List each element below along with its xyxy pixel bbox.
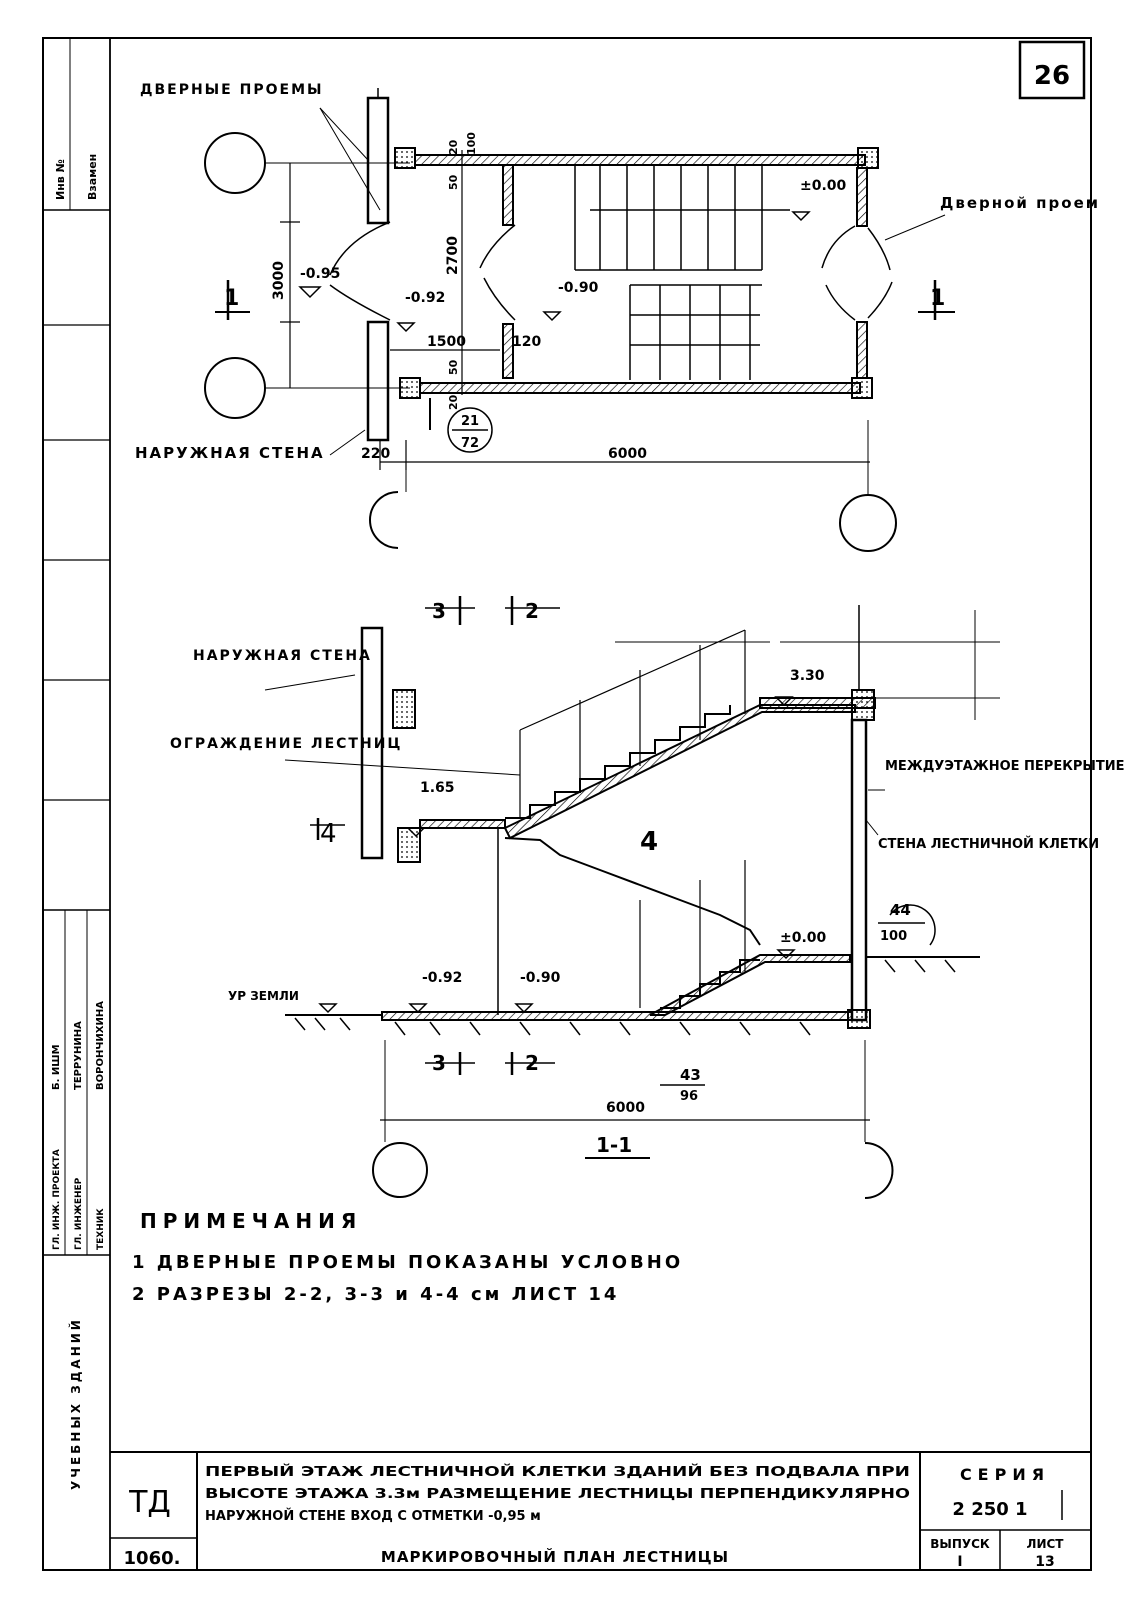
label-stair-wall: СТЕНА ЛЕСТНИЧНОЙ КЛЕТКИ [878, 836, 1099, 852]
section-mark-right: 1 [930, 286, 945, 311]
name-3: ВОРОНЧИХИНА [95, 1001, 106, 1090]
dim-20-top: 20 [447, 139, 460, 155]
title-subtitle: МАРКИРОВОЧНЫЙ ПЛАН ЛЕСТНИЦЫ [381, 1547, 729, 1566]
sheet-label: ЛИСТ [1026, 1537, 1064, 1551]
ground-hatch [294, 959, 956, 1036]
label-floor-slab: МЕЖДУЭТАЖНОЕ ПЕРЕКРЫТИЕ [885, 759, 1124, 774]
node-100: 100 [880, 929, 907, 944]
node-top: 21 [461, 414, 479, 429]
series-value: 2 250 1 [952, 1499, 1027, 1520]
cut-3-bottom: 3 [432, 1051, 446, 1075]
dim-120: 120 [512, 334, 541, 350]
note-2: 2 РАЗРЕЗЫ 2-2, 3-3 и 4-4 см ЛИСТ 14 [132, 1284, 619, 1305]
node-96: 96 [680, 1089, 698, 1104]
ground-floor-slab [381, 1011, 853, 1021]
notes-heading: ПРИМЕЧАНИЯ [140, 1209, 362, 1233]
railings [504, 629, 761, 1008]
axis-bubble-bottom-left [204, 357, 266, 419]
title-number: 1060. [124, 1548, 181, 1569]
dim-100: 100 [465, 132, 478, 155]
top-wall [414, 154, 866, 166]
section-mark-left: 1 [224, 286, 239, 311]
sheet-value: 13 [1035, 1554, 1054, 1570]
dim-50-bot: 50 [447, 359, 460, 375]
bottom-vertical-text: УЧЕБНЫХ ЗДАНИЙ [68, 1317, 83, 1490]
label-ground-level: УР ЗЕМЛИ [228, 989, 299, 1003]
axis-bubble-bottom-a [369, 491, 399, 549]
title-line-1: ПЕРВЫЙ ЭТАЖ ЛЕСТНИЧНОЙ КЛЕТКИ ЗДАНИЙ БЕЗ… [205, 1464, 910, 1480]
vzamen-label: Взамен [86, 154, 99, 200]
upper-flight [503, 704, 856, 840]
cut-2-bottom: 2 [525, 1051, 539, 1075]
node-43: 43 [680, 1066, 701, 1084]
mark-minus-090-plan: -0.90 [558, 280, 599, 296]
label-outer-wall-section: НАРУЖНАЯ СТЕНА [193, 648, 372, 664]
mark-minus-092-section: -0.92 [422, 970, 462, 986]
dim-50-top: 50 [447, 174, 460, 190]
section-labels: НАРУЖНАЯ СТЕНА ОГРАЖДЕНИЕ ЛЕСТНИЦ МЕЖДУЭ… [170, 599, 1124, 1157]
name-2: ТЕРРУНИНА [73, 1021, 84, 1090]
dim-1500: 1500 [427, 334, 466, 350]
cut-4-left: 4 [320, 819, 337, 849]
axis-bubble-top-left [204, 132, 266, 194]
outer-wall-lower [366, 320, 390, 442]
name-1: Б. ИШМ [51, 1044, 62, 1090]
mark-minus-092: -0.92 [405, 290, 445, 306]
title-block-text: ТД 1060. ПЕРВЫЙ ЭТАЖ ЛЕСТНИЧНОЙ КЛЕТКИ З… [124, 1464, 1065, 1570]
notes: ПРИМЕЧАНИЯ 1 ДВЕРНЫЕ ПРОЕМЫ ПОКАЗАНЫ УСЛ… [132, 1209, 683, 1305]
bottom-wall [419, 382, 861, 394]
plan-labels: ДВЕРНЫЕ ПРОЕМЫ Дверной проем НАРУЖНАЯ СТ… [135, 82, 1100, 462]
dim-6000-section: 6000 [606, 1100, 645, 1116]
label-railing: ОГРАЖДЕНИЕ ЛЕСТНИЦ [170, 736, 402, 752]
issue-label: ВЫПУСК [930, 1537, 990, 1551]
node-bottom: 72 [461, 436, 479, 451]
dim-2700: 2700 [445, 236, 461, 275]
title-line-3: НАРУЖНОЙ СТЕНЕ ВХОД С ОТМЕТКИ -0,95 м [205, 1508, 541, 1524]
role-2: ГЛ. ИНЖЕНЕР [74, 1177, 84, 1250]
axis-bubble-section-right [864, 1142, 894, 1199]
label-door-openings: ДВЕРНЫЕ ПРОЕМЫ [140, 82, 324, 98]
outer-wall-upper [366, 96, 390, 225]
dim-3000: 3000 [271, 261, 287, 300]
section-outer-wall [360, 626, 384, 860]
inv-label: Инв № [54, 159, 67, 200]
sheet-frame [42, 37, 1092, 1571]
mark-000-plan: ±0.00 [800, 178, 847, 194]
series-label: СЕРИЯ [960, 1465, 1050, 1484]
stair-section [264, 596, 1000, 1199]
axis-bubble-bottom-b [839, 494, 897, 552]
cut-4-middle: 4 [640, 827, 658, 857]
dim-220: 220 [361, 446, 390, 462]
node-44: 44 [890, 901, 911, 919]
mark-165: 1.65 [420, 780, 455, 796]
note-1: 1 ДВЕРНЫЕ ПРОЕМЫ ПОКАЗАНЫ УСЛОВНО [132, 1252, 683, 1273]
axis-bubble-section-left [372, 1142, 428, 1198]
intermediate-landing [419, 819, 506, 829]
mark-330: 3.30 [790, 668, 825, 684]
side-stamp: Инв № Взамен ГЛ. ИНЖ. ПРОЕКТА ГЛ. ИНЖЕНЕ… [51, 154, 106, 1490]
stair-plan [204, 88, 955, 552]
dim-6000-plan: 6000 [608, 446, 647, 462]
section-title: 1-1 [596, 1133, 632, 1157]
cut-3-top: 3 [432, 599, 446, 623]
plan-stair-treads [574, 165, 790, 380]
mark-minus-095: -0.95 [300, 266, 340, 282]
title-block [110, 1451, 1091, 1570]
title-code: ТД [128, 1485, 171, 1520]
dim-20-bot: 20 [447, 394, 460, 410]
cut-2-top: 2 [525, 599, 539, 623]
section-stair-wall [850, 718, 868, 1022]
sheet-number-box: 26 [1018, 40, 1086, 100]
label-outer-wall-plan: НАРУЖНАЯ СТЕНА [135, 444, 325, 462]
label-door-right: Дверной проем [940, 194, 1100, 212]
title-line-2: ВЫСОТЕ ЭТАЖА 3.3м РАЗМЕЩЕНИЕ ЛЕСТНИЦЫ ПЕ… [205, 1487, 910, 1502]
sheet-number: 26 [1034, 61, 1070, 91]
role-3: ТЕХНИК [96, 1208, 106, 1250]
issue-value: I [957, 1554, 962, 1570]
mark-minus-090-section: -0.90 [520, 970, 561, 986]
mark-000-section: ±0.00 [780, 930, 827, 946]
role-1: ГЛ. ИНЖ. ПРОЕКТА [52, 1149, 62, 1250]
